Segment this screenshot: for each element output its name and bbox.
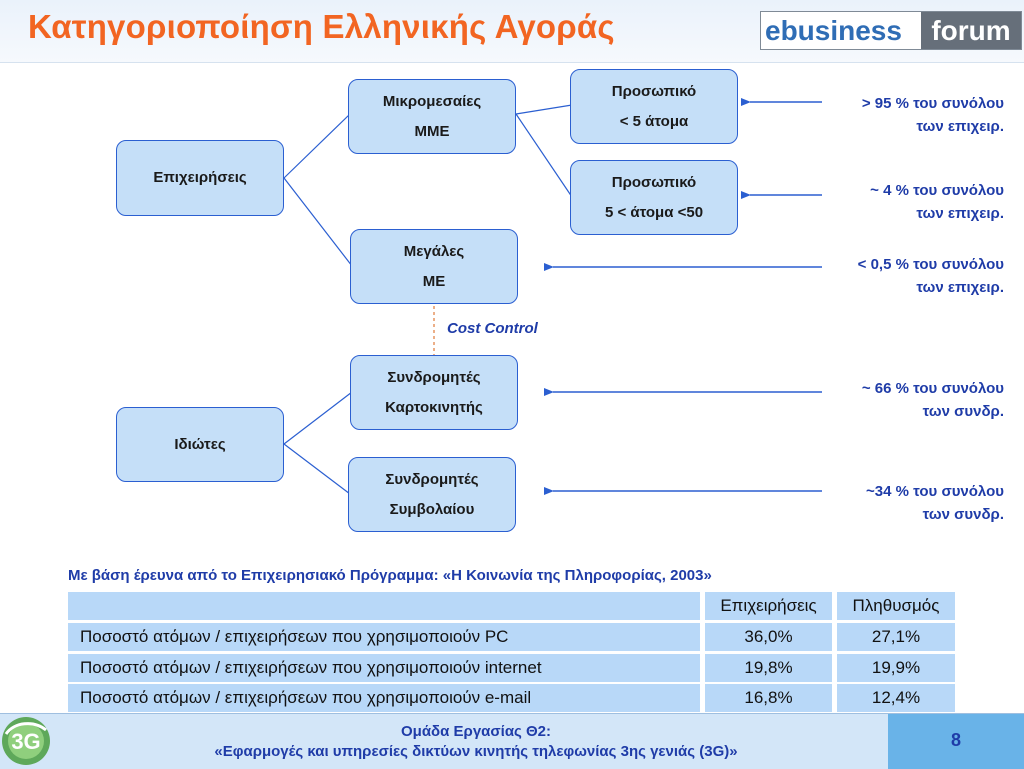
node-sme-line1: Μικρομεσαίες xyxy=(382,92,482,110)
node-contract-line1: Συνδρομητές xyxy=(385,470,479,488)
connector-businesses-large xyxy=(283,177,353,267)
table-cell-businesses: 16,8% xyxy=(705,684,832,712)
node-contract: Συνδρομητές Συμβολαίου xyxy=(348,457,516,532)
annotation-2-line1: ~ 4 % του συνόλου xyxy=(870,182,1004,199)
node-contract-line2: Συμβολαίου xyxy=(389,500,475,518)
table-cell-businesses: 36,0% xyxy=(705,623,832,651)
connector-individuals-prepaid xyxy=(283,391,353,445)
page-title: Κατηγοριοποίηση Ελληνικής Αγοράς xyxy=(28,8,615,45)
logo-text-forum: forum xyxy=(921,12,1021,49)
diagram-connectors xyxy=(283,98,822,495)
annotation-3: < 0,5 % του συνόλου των επιχειρ. xyxy=(784,253,1004,299)
3g-logo-icon: 3G xyxy=(2,717,50,765)
annotation-4: ~ 66 % του συνόλου των συνδρ. xyxy=(784,377,1004,423)
footer-line1: Ομάδα Εργασίας Θ2: xyxy=(400,723,552,740)
node-businesses: Επιχειρήσεις xyxy=(116,140,284,216)
node-prepaid-line1: Συνδρομητές xyxy=(387,368,481,386)
node-individuals: Ιδιώτες xyxy=(116,407,284,482)
table-header-population: Πληθυσμός xyxy=(837,592,955,620)
table-cell-label: Ποσοστό ατόμων / επιχειρήσεων που χρησιμ… xyxy=(68,684,700,712)
annotation-4-line2: των συνδρ. xyxy=(922,403,1004,420)
node-individuals-label: Ιδιώτες xyxy=(174,435,226,453)
table-cell-population: 12,4% xyxy=(837,684,955,712)
node-large: Μεγάλες ΜΕ xyxy=(350,229,518,304)
node-prepaid: Συνδρομητές Καρτοκινητής xyxy=(350,355,518,430)
cost-control-label: Cost Control xyxy=(447,320,538,337)
annotation-1-line2: των επιχειρ. xyxy=(916,118,1004,135)
annotation-2: ~ 4 % του συνόλου των επιχειρ. xyxy=(784,179,1004,225)
node-staff-small-line1: Προσωπικό xyxy=(611,82,697,100)
node-staff-small-line2: < 5 άτομα xyxy=(619,112,689,130)
table-cell-label: Ποσοστό ατόμων / επιχειρήσεων που χρησιμ… xyxy=(68,623,700,651)
table-cell-businesses: 19,8% xyxy=(705,654,832,682)
annotation-1-line1: > 95 % του συνόλου xyxy=(861,95,1004,112)
annotation-3-line1: < 0,5 % του συνόλου xyxy=(857,256,1004,273)
connector-sme-staff-small xyxy=(515,104,573,115)
connector-businesses-sme xyxy=(283,113,351,179)
annotation-5-line1: ~34 % του συνόλου xyxy=(865,483,1004,500)
table-header-empty xyxy=(68,592,700,620)
node-staff-small: Προσωπικό < 5 άτομα xyxy=(570,69,738,144)
node-sme: Μικρομεσαίες ΜΜΕ xyxy=(348,79,516,154)
annotation-5-line2: των συνδρ. xyxy=(922,506,1004,523)
footer-text: Ομάδα Εργασίας Θ2: «Εφαρμογές και υπηρεσ… xyxy=(70,722,882,762)
node-large-line1: Μεγάλες xyxy=(403,242,465,260)
header-bar: Κατηγοριοποίηση Ελληνικής Αγοράς ebusine… xyxy=(0,0,1024,63)
node-businesses-label: Επιχειρήσεις xyxy=(153,169,247,186)
node-large-line2: ΜΕ xyxy=(422,272,446,290)
footer-line2: «Εφαρμογές και υπηρεσίες δικτύων κινητής… xyxy=(214,743,738,760)
3g-logo-text: 3G xyxy=(11,729,40,754)
node-sme-line2: ΜΜΕ xyxy=(414,122,450,140)
source-note: Με βάση έρευνα από το Επιχειρησιακό Πρόγ… xyxy=(68,567,712,584)
footer-bar: 3G Ομάδα Εργασίας Θ2: «Εφαρμογές και υπη… xyxy=(0,713,1024,769)
table-cell-label: Ποσοστό ατόμων / επιχειρήσεων που χρησιμ… xyxy=(68,654,700,682)
annotation-1: > 95 % του συνόλου των επιχειρ. xyxy=(784,92,1004,138)
connector-sme-staff-mid xyxy=(515,113,573,198)
table-header-businesses: Επιχειρήσεις xyxy=(705,592,832,620)
annotation-3-line2: των επιχειρ. xyxy=(916,279,1004,296)
table-cell-population: 27,1% xyxy=(837,623,955,651)
node-staff-mid-line1: Προσωπικό xyxy=(611,173,697,191)
annotation-2-line2: των επιχειρ. xyxy=(916,205,1004,222)
table-cell-population: 19,9% xyxy=(837,654,955,682)
annotation-5: ~34 % του συνόλου των συνδρ. xyxy=(784,480,1004,526)
annotation-4-line1: ~ 66 % του συνόλου xyxy=(861,380,1004,397)
connector-individuals-contract xyxy=(283,443,351,495)
page-number: 8 xyxy=(888,714,1024,769)
node-staff-mid-line2: 5 < άτομα <50 xyxy=(604,203,704,221)
node-staff-mid: Προσωπικό 5 < άτομα <50 xyxy=(570,160,738,235)
node-prepaid-line2: Καρτοκινητής xyxy=(385,398,483,416)
ebusinessforum-logo: ebusiness forum xyxy=(760,11,1022,50)
logo-text-ebusiness: ebusiness xyxy=(765,15,902,46)
